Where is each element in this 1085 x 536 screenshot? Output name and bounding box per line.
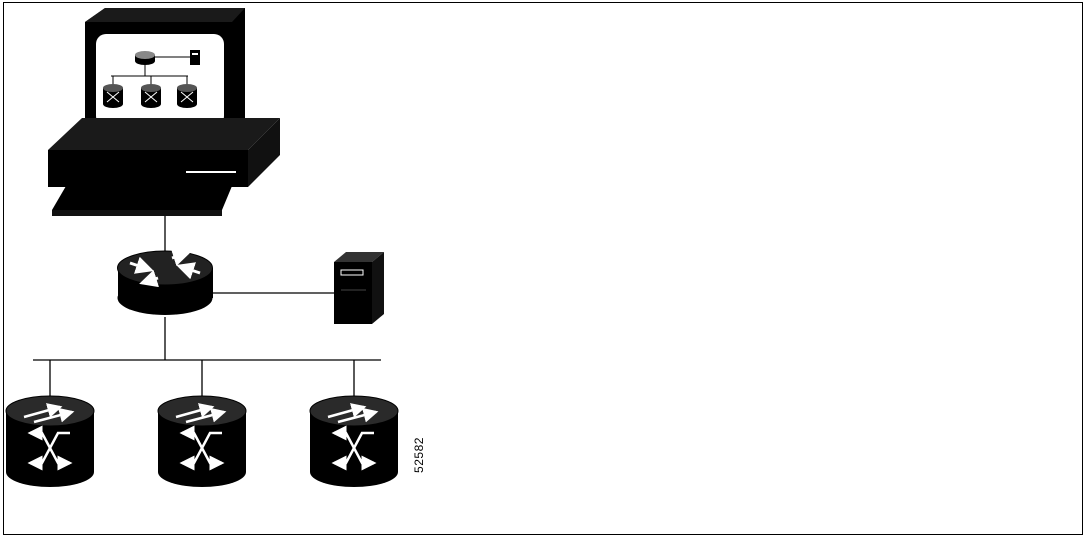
server-icon — [334, 252, 384, 324]
connector-lines — [33, 216, 381, 396]
optical-switch-icon — [157, 395, 247, 487]
router-icon — [117, 248, 213, 315]
figure-id-text: 52582 — [412, 437, 426, 473]
frame-border — [3, 2, 1083, 535]
computer-icon — [48, 8, 280, 216]
screen-mini-diagram — [103, 50, 200, 108]
optical-switch-icon — [5, 395, 95, 487]
optical-switch-nodes — [5, 395, 399, 487]
figure-id-label: 52582 — [404, 430, 434, 480]
optical-switch-icon — [309, 395, 399, 487]
